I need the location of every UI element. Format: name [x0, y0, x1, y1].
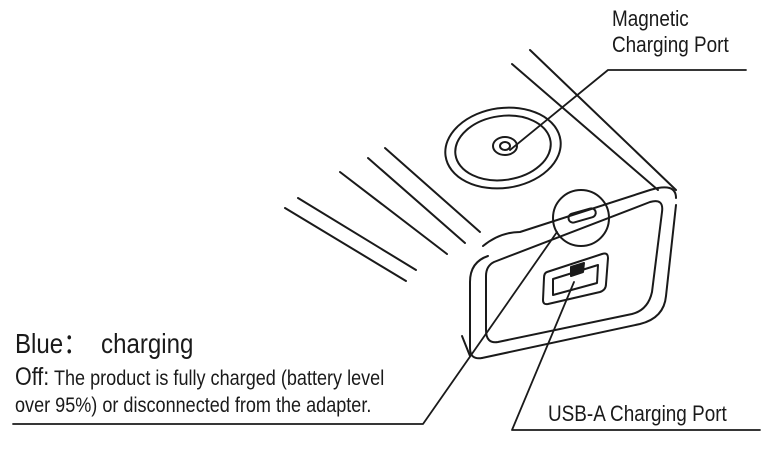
status-legend: Blue： charging Off: The product is fully … [15, 328, 384, 419]
status-off-row: Off: The product is fully charged (batte… [15, 364, 384, 392]
usb-a-port [542, 252, 609, 306]
status-off-text-line1: The product is fully charged (battery le… [53, 367, 385, 390]
status-blue-row: Blue： charging [15, 328, 384, 360]
device-body [284, 49, 677, 360]
status-off-label: Off: [15, 363, 50, 391]
magnetic-port-label-line1: Magnetic [612, 6, 689, 31]
usb-a-port-label: USB-A Charging Port [548, 401, 727, 426]
magnetic-port-label: Magnetic Charging Port [612, 6, 729, 58]
leader-lines [12, 69, 761, 431]
leader-magnetic [509, 69, 747, 151]
status-blue-label: Blue： [15, 328, 88, 359]
magnetic-port-label-line2: Charging Port [612, 32, 729, 57]
indicator-light [552, 189, 610, 247]
status-off-text-line2: over 95%) or disconnected from the adapt… [15, 394, 372, 417]
leader-indicator [12, 231, 558, 425]
magnetic-charging-port [444, 106, 562, 190]
leader-usb [511, 281, 761, 431]
status-blue-text: charging [101, 328, 194, 359]
